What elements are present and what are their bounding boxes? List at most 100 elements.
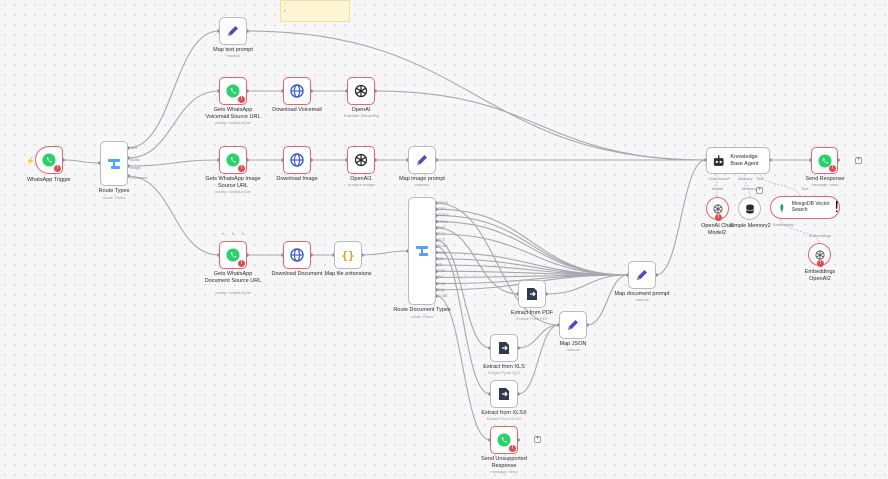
error-icon: ! <box>54 165 61 172</box>
add-node-button[interactable]: + <box>855 157 862 164</box>
robot-icon <box>713 154 724 166</box>
agent-port-chat-model: Chat Model* <box>708 176 731 181</box>
connection <box>545 274 629 295</box>
error-icon: ! <box>817 260 824 267</box>
trigger-to-route <box>62 159 101 164</box>
openai-image-sub: Analyze Image <box>347 182 375 187</box>
openai-image-node[interactable] <box>347 146 375 174</box>
openai-transcribe-node[interactable] <box>347 77 375 105</box>
whatsapp-trigger-node[interactable]: ! <box>35 146 63 174</box>
simple-memory-node[interactable] <box>738 197 761 220</box>
openai-transcribe-sub: Translate Recording <box>343 113 379 118</box>
extract-pdf-label: Extract from PDF <box>510 310 554 316</box>
extract-xls-sub: Extract From XLS <box>488 370 520 375</box>
route-document-branch-js: JS <box>438 263 443 267</box>
connection <box>435 214 629 276</box>
map-file-extensions-label: Map file extensions <box>324 271 372 277</box>
switch-icon <box>416 246 428 256</box>
gets-voicemail-sub: media: mediaUrlGet <box>215 120 251 125</box>
mongodb-vector-search-label: MongoDB Vector Search <box>791 201 830 213</box>
pencil-icon <box>417 155 427 165</box>
whatsapp-icon <box>42 153 56 167</box>
map-image-prompt-label: Map image prompt <box>399 176 445 182</box>
error-icon: ! <box>238 260 245 267</box>
add-memory-button[interactable]: + <box>756 187 763 194</box>
gets-image-node[interactable]: ! <box>219 146 247 174</box>
connection <box>517 324 560 395</box>
map-doc-to-agent <box>655 159 707 276</box>
route-document-branch-txt: TXT <box>438 232 446 236</box>
gets-voicemail-node[interactable]: ! <box>219 77 247 105</box>
error-icon: ! <box>715 214 722 221</box>
switch-icon <box>108 158 120 169</box>
send-response-node[interactable]: ! <box>811 147 838 174</box>
knowledge-base-agent-label: Knowledge Base Agent <box>730 154 759 167</box>
text-to-map-text <box>127 30 220 149</box>
database-icon <box>745 204 754 213</box>
map-json-node[interactable] <box>559 311 587 339</box>
route-document-types-sub: mode: Rules <box>410 314 434 319</box>
globe-icon <box>290 84 304 98</box>
route-document-types-label: Route Document Types <box>393 307 451 313</box>
openai-to-agent <box>374 90 707 161</box>
route-types-branch-image: Image <box>130 166 141 170</box>
error-icon: ! <box>238 165 245 172</box>
route-document-branch-csv: CSV <box>438 207 446 212</box>
trigger-bolt-icon: ⚡ <box>26 158 35 165</box>
whatsapp-icon <box>226 153 240 167</box>
image-to-gets-image <box>127 159 220 167</box>
route-types-node[interactable] <box>100 141 128 186</box>
gets-image-label: Gets WhatsApp Image Source URL <box>205 176 261 189</box>
map-image-prompt-node[interactable] <box>408 146 436 174</box>
send-unsupported-node[interactable]: ! <box>490 426 518 454</box>
route-types-branch-document: Document <box>130 176 148 180</box>
sub-connection <box>715 173 718 198</box>
agent-port-memory: Memory <box>738 176 753 181</box>
extract-xls-node[interactable] <box>490 334 518 362</box>
download-voicemail-label: Download Voicemail <box>272 107 322 113</box>
route-document-branch-xls: XLS <box>438 238 446 243</box>
route-document-types-node[interactable] <box>408 197 436 305</box>
memory-port-label: Memory <box>742 186 757 191</box>
extract-xlsx-node[interactable] <box>490 380 518 408</box>
sticky-note[interactable]: 7 8 <box>280 0 350 22</box>
download-document-node[interactable] <box>283 241 311 269</box>
route-document-branch-php: PHP <box>438 281 446 286</box>
route-types-label: Route Types <box>98 188 130 194</box>
add-node-button[interactable]: + <box>534 436 541 443</box>
error-icon: ! <box>829 165 836 172</box>
more-dots-icon[interactable]: • • • <box>222 232 247 238</box>
gets-document-sub: media: mediaUrlGet <box>215 290 251 295</box>
embeddings-openai-node[interactable]: ! <box>808 243 831 267</box>
openai-icon <box>354 153 368 167</box>
chat-model-port-label: Model <box>712 186 723 191</box>
map-document-prompt-node[interactable] <box>628 261 656 289</box>
globe-icon <box>290 248 304 262</box>
extract-file-icon <box>499 388 509 400</box>
download-voicemail-node[interactable] <box>283 77 311 105</box>
map-file-extensions-node[interactable]: {} <box>334 241 362 269</box>
connection <box>361 250 409 256</box>
knowledge-base-agent-node[interactable]: Knowledge Base Agent <box>706 147 770 174</box>
gets-document-node[interactable]: ! <box>219 241 247 269</box>
code-braces-icon: {} <box>341 248 355 262</box>
error-icon: ! <box>834 198 839 216</box>
openai-chat-model-label: OpenAI Chat Model2 <box>701 223 733 236</box>
extract-xls-label: Extract from XLS <box>483 364 525 370</box>
error-icon: ! <box>509 445 516 452</box>
route-document-branch-md: MD <box>438 256 444 261</box>
whatsapp-icon <box>818 154 831 167</box>
whatsapp-icon <box>226 248 240 262</box>
gets-voicemail-label: Gets WhatsApp Voicemail Source URL <box>205 107 261 120</box>
embeddings-openai-label: Embeddings OpenAI2 <box>804 269 836 282</box>
extract-pdf-node[interactable] <box>518 280 546 308</box>
download-image-node[interactable] <box>283 146 311 174</box>
mongodb-vector-search-node[interactable]: MongoDB Vector Search ! <box>770 196 840 219</box>
openai-chat-model-node[interactable]: ! <box>706 197 729 221</box>
map-document-prompt-sub: manual <box>635 297 649 302</box>
map-text-prompt-node[interactable] <box>219 17 247 45</box>
route-document-branch-docx: DOCX <box>438 213 449 218</box>
connection <box>586 274 629 326</box>
send-unsupported-sub: message: send <box>490 469 518 474</box>
connection <box>435 233 629 276</box>
